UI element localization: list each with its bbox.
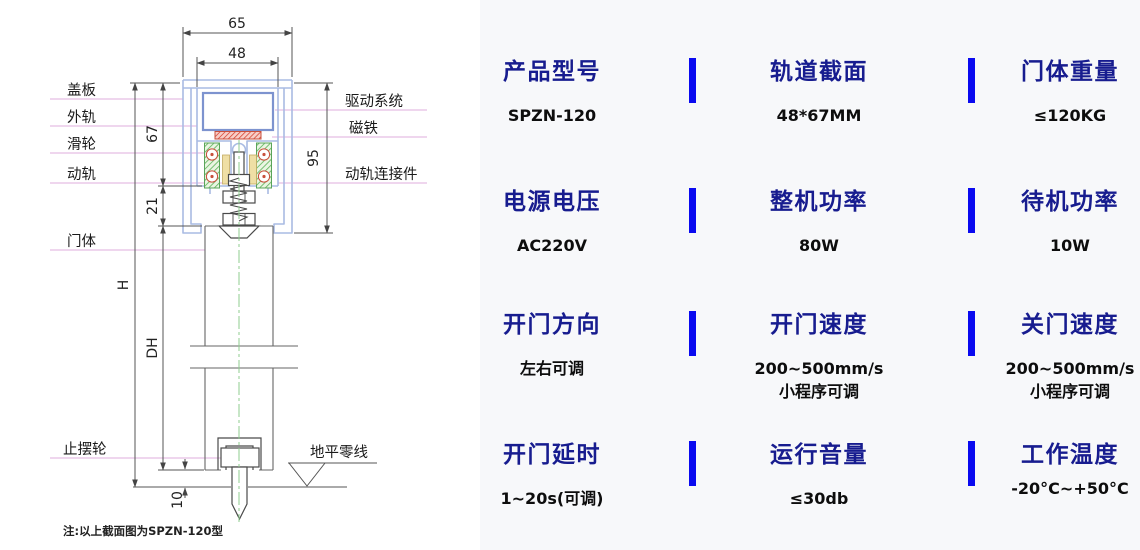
spec-door-weight: 门体重量 ≤120KG — [1000, 58, 1140, 127]
dim-door-height: DH — [145, 337, 161, 358]
label-stop-wheel: 止摆轮 — [63, 441, 107, 458]
spec-value: -20°C~+50°C — [1011, 479, 1129, 498]
spec-value: 200~500mm/s — [1005, 359, 1135, 378]
spec-standby-power: 待机功率 10W — [1000, 188, 1140, 257]
spec-label: 开门方向 — [503, 312, 601, 338]
spec-opening-speed: 开门速度 200~500mm/s 小程序可调 — [699, 311, 939, 404]
diagram-note: 注:以上截面图为SPZN-120型 — [63, 524, 224, 538]
spec-label: 开门延时 — [503, 442, 601, 468]
spec-label: 工作温度 — [1021, 442, 1119, 468]
divider-bar — [968, 311, 975, 356]
spec-value: ≤120KG — [1033, 106, 1107, 125]
spec-value: SPZN-120 — [507, 106, 597, 125]
spec-running-noise: 运行音量 ≤30db — [699, 441, 939, 510]
magnet-strip — [214, 131, 262, 140]
spec-value: 80W — [799, 236, 839, 255]
dim-clearance: 21 — [145, 197, 161, 215]
divider-bar — [968, 441, 975, 486]
label-ground-line: 地平零线 — [310, 444, 368, 461]
section-diagram: 65 48 95 H 67 21 DH 10 盖板 外轨 滑轮 动轨 门体 止摆… — [0, 0, 480, 550]
spec-power-voltage: 电源电压 AC220V — [482, 188, 622, 257]
spec-value: 200~500mm/s — [754, 359, 884, 378]
door-cross-section-drawing: 65 48 95 H 67 21 DH 10 盖板 外轨 滑轮 动轨 门体 止摆… — [50, 16, 427, 538]
divider-bar — [968, 58, 975, 103]
spec-label: 关门速度 — [1021, 312, 1119, 338]
dim-total-height: H — [116, 280, 132, 291]
spec-opening-direction: 开门方向 左右可调 — [482, 311, 622, 380]
label-cover-plate: 盖板 — [67, 81, 96, 99]
label-moving-rail: 动轨 — [67, 166, 96, 183]
spec-label: 产品型号 — [503, 59, 601, 85]
spec-value: AC220V — [517, 236, 587, 255]
dim-unit-height: 95 — [306, 149, 322, 167]
label-roller: 滑轮 — [67, 136, 96, 153]
dimension-lines — [130, 27, 333, 498]
ground-datum — [133, 462, 377, 488]
spec-label: 轨道截面 — [770, 59, 868, 85]
spec-value-note: 小程序可调 — [1029, 382, 1110, 401]
spec-track-section: 轨道截面 48*67MM — [699, 58, 939, 127]
divider-bar — [689, 441, 696, 486]
spec-closing-speed: 关门速度 200~500mm/s 小程序可调 — [1000, 311, 1140, 404]
spec-total-power: 整机功率 80W — [699, 188, 939, 257]
dim-track-width: 48 — [228, 46, 246, 62]
divider-bar — [689, 188, 696, 233]
spec-working-temperature: 工作温度 -20°C~+50°C — [1000, 441, 1140, 500]
divider-bar — [968, 188, 975, 233]
spec-value: 48*67MM — [776, 106, 862, 125]
roller-blocks — [204, 142, 272, 189]
spec-value-note: 小程序可调 — [778, 382, 859, 401]
door-panel — [190, 225, 298, 471]
spec-opening-delay: 开门延时 1~20s(可调) — [482, 441, 622, 510]
dim-track-height: 67 — [145, 125, 161, 143]
section-specs: 产品型号 SPZN-120 轨道截面 48*67MM 门体重量 ≤120KG 电… — [480, 0, 1140, 550]
spec-value: 左右可调 — [519, 359, 584, 378]
dim-overall-width: 65 — [228, 16, 246, 32]
divider-bar — [689, 311, 696, 356]
spec-label: 开门速度 — [770, 312, 868, 338]
label-drive-system: 驱动系统 — [345, 93, 403, 110]
spec-label: 整机功率 — [770, 189, 868, 215]
divider-bar — [689, 58, 696, 103]
dim-floor-clearance: 10 — [170, 491, 186, 509]
spec-label: 电源电压 — [503, 189, 601, 215]
spec-label: 待机功率 — [1021, 189, 1119, 215]
spec-label: 门体重量 — [1021, 59, 1119, 85]
spec-value: ≤30db — [789, 489, 849, 508]
spec-value: 10W — [1050, 236, 1090, 255]
label-outer-rail: 外轨 — [67, 109, 96, 126]
label-rail-connector: 动轨连接件 — [345, 166, 418, 183]
spec-value: 1~20s(可调) — [500, 489, 604, 508]
dimension-texts: 65 48 95 H 67 21 DH 10 — [116, 16, 322, 509]
drive-system-box — [201, 91, 275, 132]
spec-label: 运行音量 — [770, 442, 868, 468]
label-magnet: 磁铁 — [349, 120, 378, 137]
spec-product-model: 产品型号 SPZN-120 — [482, 58, 622, 127]
part-labels: 盖板 外轨 滑轮 动轨 门体 止摆轮 驱动系统 磁铁 动轨连接件 地平零线 — [63, 81, 418, 461]
label-door-body: 门体 — [67, 233, 96, 250]
